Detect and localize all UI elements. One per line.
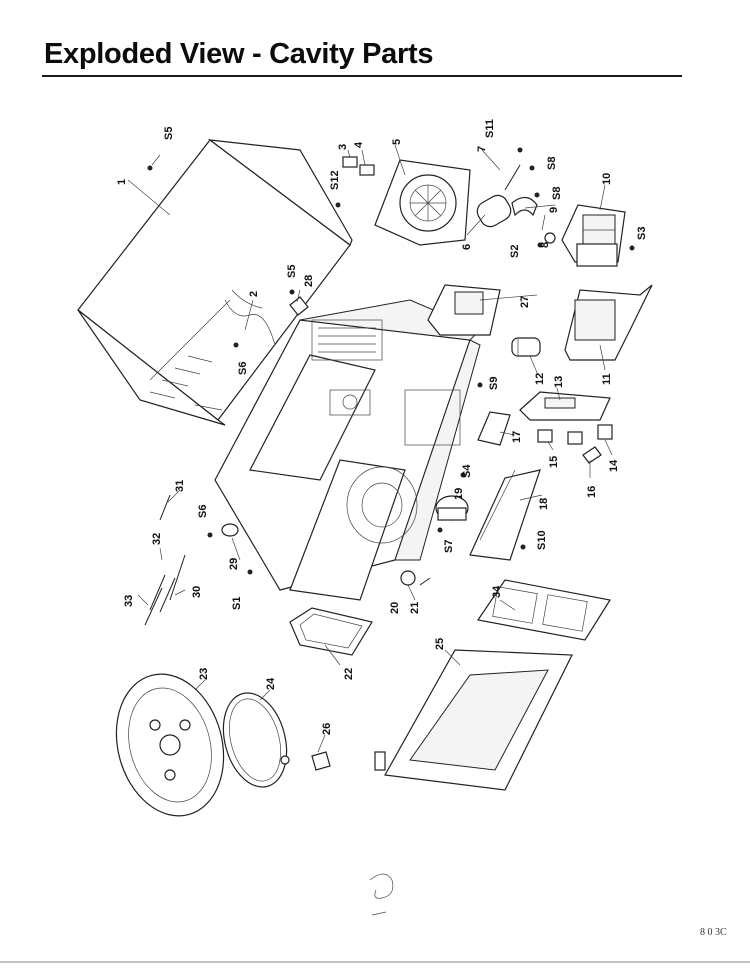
title-underline (42, 75, 682, 77)
callout-12: 12 (534, 373, 546, 385)
fan-duct (564, 284, 653, 361)
callout-10: 10 (601, 173, 613, 185)
callout-29: 29 (228, 558, 240, 570)
callout-7: 7 (476, 146, 488, 152)
screw-label-s11: S11 (484, 119, 496, 138)
callout-34: 34 (491, 585, 503, 598)
part-9 (544, 232, 556, 244)
screw-label-s1: S1 (231, 597, 243, 610)
callout-9: 9 (548, 207, 560, 213)
control-bracket (469, 469, 541, 561)
callout-2: 2 (248, 291, 260, 297)
outer-cabinet (77, 139, 353, 426)
part-27-block (427, 284, 501, 336)
callout-8: 8 (539, 242, 551, 248)
part-20 (400, 570, 416, 586)
page-title: Exploded View - Cavity Parts (44, 38, 434, 70)
screw-label-s10: S10 (536, 530, 548, 550)
callout-31: 31 (174, 480, 186, 492)
screw-label-s3: S3 (636, 227, 648, 240)
footer-note: 8 0 3C (700, 927, 727, 938)
part-16 (582, 446, 602, 464)
callout-27: 27 (519, 296, 531, 308)
roller-ring (222, 692, 290, 788)
callout-26: 26 (321, 723, 333, 735)
screw-label-s12: S12 (329, 170, 341, 190)
part-29 (221, 523, 239, 537)
screw-label-s6a: S6 (237, 362, 249, 375)
switch-15 (537, 429, 553, 443)
callout-19: 19 (453, 488, 465, 500)
screw-label-s5a: S5 (163, 127, 175, 140)
callout-30: 30 (191, 586, 203, 598)
callout-16: 16 (586, 486, 598, 498)
callout-21: 21 (409, 602, 421, 614)
callout-15: 15 (548, 456, 560, 468)
callout-20: 20 (389, 602, 401, 614)
callout-1: 1 (116, 179, 128, 185)
switch-14 (597, 424, 613, 440)
screw-markers (147, 147, 635, 575)
part-28 (289, 296, 309, 316)
screw-label-s6b: S6 (197, 505, 209, 518)
callout-4: 4 (353, 141, 365, 148)
callout-11: 11 (601, 373, 613, 385)
part-12 (511, 337, 541, 357)
callout-33: 33 (123, 595, 135, 607)
fan-bracket (374, 159, 471, 246)
part-number-labels: 1 2 3 4 5 6 7 8 9 10 11 12 13 14 15 16 1… (116, 119, 648, 735)
handwritten-mark (369, 873, 394, 899)
oven-cavity (214, 299, 481, 601)
screw-label-s2: S2 (509, 245, 521, 258)
switch-part (567, 431, 583, 445)
part-17 (477, 411, 511, 446)
transformer (561, 204, 626, 267)
part-3 (342, 156, 358, 168)
control-panel (476, 579, 611, 641)
screw-label-s7: S7 (443, 540, 455, 553)
callout-13: 13 (553, 376, 565, 388)
callout-3: 3 (337, 144, 349, 150)
screw-label-s8a: S8 (546, 157, 558, 170)
turntable-tray (115, 673, 225, 817)
callout-23: 23 (198, 668, 210, 680)
screw-label-s8b: S8 (551, 187, 563, 200)
hinge-parts (144, 494, 186, 626)
door (374, 649, 573, 791)
callout-22: 22 (343, 668, 355, 680)
callout-32: 32 (151, 533, 163, 545)
part-2-wire (224, 299, 276, 346)
callout-24: 24 (265, 677, 277, 690)
callout-25: 25 (434, 638, 446, 650)
part-21 (419, 577, 431, 586)
callout-5: 5 (391, 139, 403, 145)
switch-bracket (519, 391, 611, 421)
screw-label-s4: S4 (461, 464, 473, 478)
capacitor (476, 164, 521, 228)
screw-label-s5b: S5 (286, 265, 298, 278)
callout-28: 28 (303, 275, 315, 287)
waveguide-cover (289, 607, 373, 656)
callout-18: 18 (538, 498, 550, 510)
callout-14: 14 (608, 459, 620, 472)
callout-6: 6 (461, 244, 473, 250)
part-4 (359, 164, 375, 176)
callout-17: 17 (511, 431, 523, 443)
turntable-motor (435, 495, 469, 521)
leader-lines (127, 144, 613, 753)
screw-label-s9: S9 (488, 377, 500, 390)
bracket-8 (511, 196, 538, 217)
coupler (311, 751, 331, 771)
